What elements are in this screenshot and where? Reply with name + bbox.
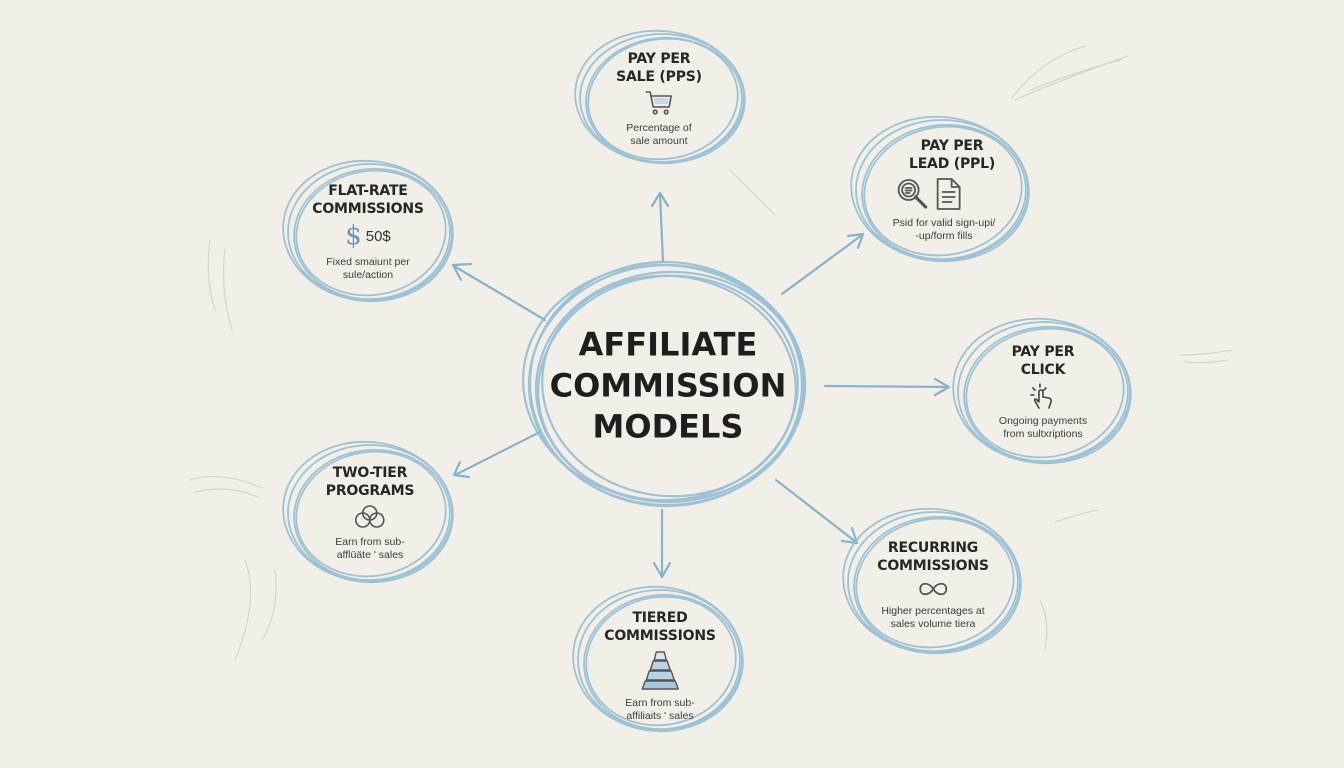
node-pay-per-click: PAY PER CLICK Ongoing payments from sult… xyxy=(999,343,1087,441)
circle-pay-per-lead xyxy=(850,115,1030,263)
node-title: PAY PER CLICK xyxy=(1011,344,1075,378)
arrow-to-flat-rate xyxy=(451,262,547,322)
circle-pay-per-sale xyxy=(574,29,746,165)
infinity-icon xyxy=(916,578,950,600)
node-description: Ongoing payments from sultxriptions xyxy=(998,415,1088,440)
node-description: Earn from sub- afflüäte ' sales xyxy=(335,536,405,561)
arrow-to-two-tier xyxy=(452,430,542,479)
node-description: Percentage of sale amount xyxy=(626,122,692,147)
node-description: Fixed smaiunt per sule/action xyxy=(326,256,410,281)
arrow-to-recurring xyxy=(774,478,859,545)
background-sketch-strokes xyxy=(189,45,1233,661)
node-tiered-commissions: TIERED COMMISSIONS Earn from sub- affili… xyxy=(604,609,716,723)
circle-two-tier xyxy=(282,440,454,584)
pointer-click-icon xyxy=(1029,382,1057,410)
node-description: Earn from sub- affiliaits ' sales xyxy=(625,697,695,722)
dollar-symbol: $ xyxy=(345,221,362,251)
circle-pay-per-click xyxy=(952,317,1132,465)
node-title: FLAT-RATE COMMISSIONS xyxy=(312,183,424,217)
linked-circles-icon xyxy=(352,503,388,531)
pyramid-icon xyxy=(636,648,684,692)
node-title: TWO-TIER PROGRAMS xyxy=(325,465,415,499)
node-description: Psid for valid sign-upi/ -up/form fills xyxy=(892,217,996,242)
node-title: PAY PER LEAD (PPL) xyxy=(908,138,996,172)
center-node: AFFILIATE COMMISSION MODELS xyxy=(550,325,787,448)
circle-flat-rate xyxy=(282,159,454,303)
circle-tiered xyxy=(572,585,744,733)
node-recurring-commissions: RECURRING COMMISSIONS Higher percentages… xyxy=(877,539,989,631)
node-two-tier-programs: TWO-TIER PROGRAMS Earn from sub- afflüät… xyxy=(325,464,415,562)
arrow-to-pay-per-sale xyxy=(650,191,670,264)
center-circle xyxy=(522,260,807,508)
node-flat-rate-commissions: FLAT-RATE COMMISSIONS $ 50$ Fixed smaiun… xyxy=(312,182,424,282)
dollar-amount: 50$ xyxy=(365,227,391,245)
node-pay-per-sale: PAY PER SALE (PPS) Percentage of sale am… xyxy=(616,50,702,148)
search-document-icon xyxy=(895,176,963,212)
arrow-to-tiered xyxy=(652,508,672,579)
node-pay-per-lead: PAY PER LEAD (PPL) Psid for valid sign-u… xyxy=(893,137,996,243)
node-title: PAY PER SALE (PPS) xyxy=(616,51,702,85)
connector-arrows xyxy=(451,191,951,579)
center-title: AFFILIATE COMMISSION MODELS xyxy=(549,325,787,446)
arrow-to-pay-per-click xyxy=(823,377,951,397)
node-description: Higher percentages at sales volume tiera xyxy=(881,605,985,630)
circle-recurring xyxy=(842,507,1022,655)
shopping-cart-icon xyxy=(644,89,674,117)
dollar-icon: $ 50$ xyxy=(345,221,391,251)
node-title: TIERED COMMISSIONS xyxy=(604,610,716,644)
arrow-to-pay-per-lead xyxy=(780,232,865,296)
node-title: RECURRING COMMISSIONS xyxy=(877,540,989,574)
